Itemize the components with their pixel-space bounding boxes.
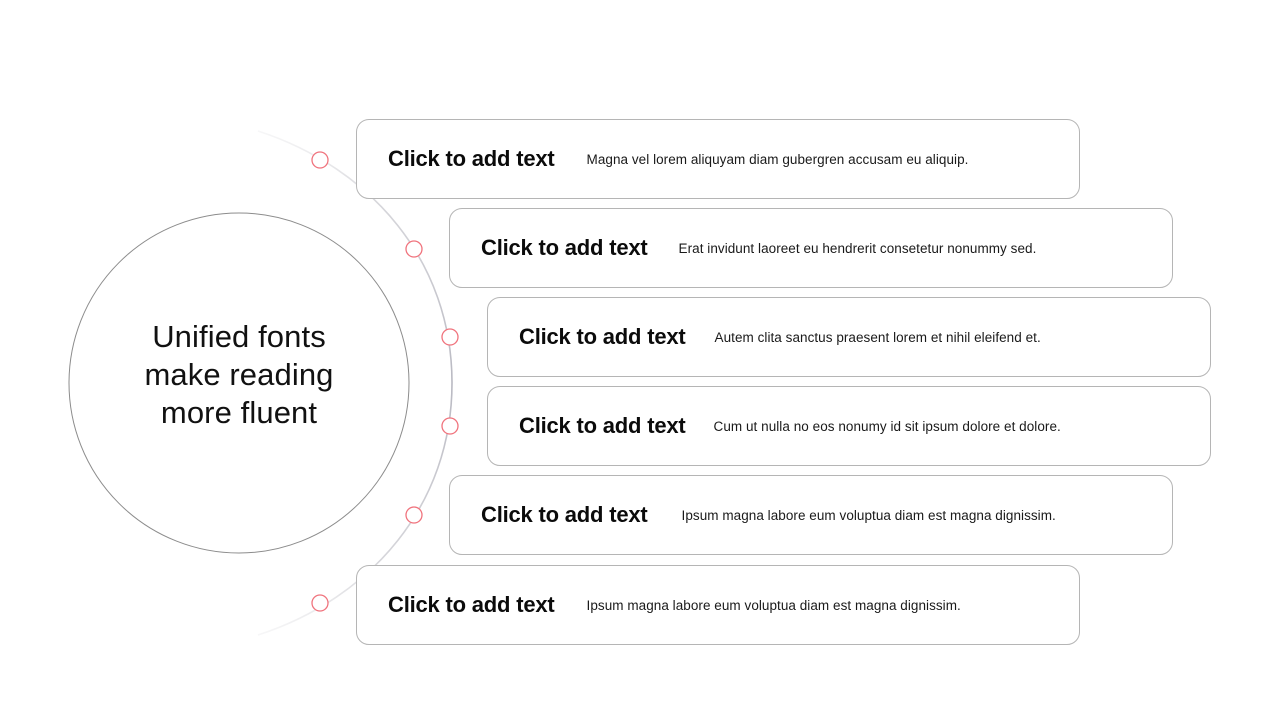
row-description[interactable]: Magna vel lorem aliquyam diam gubergren … <box>586 151 969 167</box>
circle-headline-line-1: Unified fonts <box>152 319 326 354</box>
content-row[interactable]: Click to add text Ipsum magna labore eum… <box>356 565 1080 645</box>
circle-headline-line-2: make reading <box>144 357 334 392</box>
connector-marker-3[interactable] <box>441 328 459 346</box>
row-title[interactable]: Click to add text <box>481 235 648 260</box>
content-row[interactable]: Click to add text Magna vel lorem aliquy… <box>356 119 1080 199</box>
row-description[interactable]: Erat invidunt laoreet eu hendrerit conse… <box>678 240 1037 256</box>
connector-marker-5[interactable] <box>405 506 423 524</box>
row-title[interactable]: Click to add text <box>481 502 648 527</box>
content-row[interactable]: Click to add text Autem clita sanctus pr… <box>487 297 1211 377</box>
row-description[interactable]: Ipsum magna labore eum voluptua diam est… <box>586 597 961 613</box>
content-row[interactable]: Click to add text Erat invidunt laoreet … <box>449 208 1173 288</box>
row-title[interactable]: Click to add text <box>519 324 686 349</box>
circle-headline-line-3: more fluent <box>160 395 318 430</box>
connector-marker-6[interactable] <box>311 594 329 612</box>
row-title[interactable]: Click to add text <box>519 413 686 438</box>
row-description[interactable]: Cum ut nulla no eos nonumy id sit ipsum … <box>713 418 1061 434</box>
connector-marker-2[interactable] <box>405 240 423 258</box>
circle-headline: Unified fonts make reading more fluent <box>99 318 379 432</box>
row-title[interactable]: Click to add text <box>388 146 555 171</box>
row-description[interactable]: Autem clita sanctus praesent lorem et ni… <box>714 329 1041 345</box>
row-description[interactable]: Ipsum magna labore eum voluptua diam est… <box>681 507 1056 523</box>
connector-marker-4[interactable] <box>441 417 459 435</box>
connector-marker-1[interactable] <box>311 151 329 169</box>
content-row[interactable]: Click to add text Ipsum magna labore eum… <box>449 475 1173 555</box>
row-title[interactable]: Click to add text <box>388 592 555 617</box>
content-row[interactable]: Click to add text Cum ut nulla no eos no… <box>487 386 1211 466</box>
